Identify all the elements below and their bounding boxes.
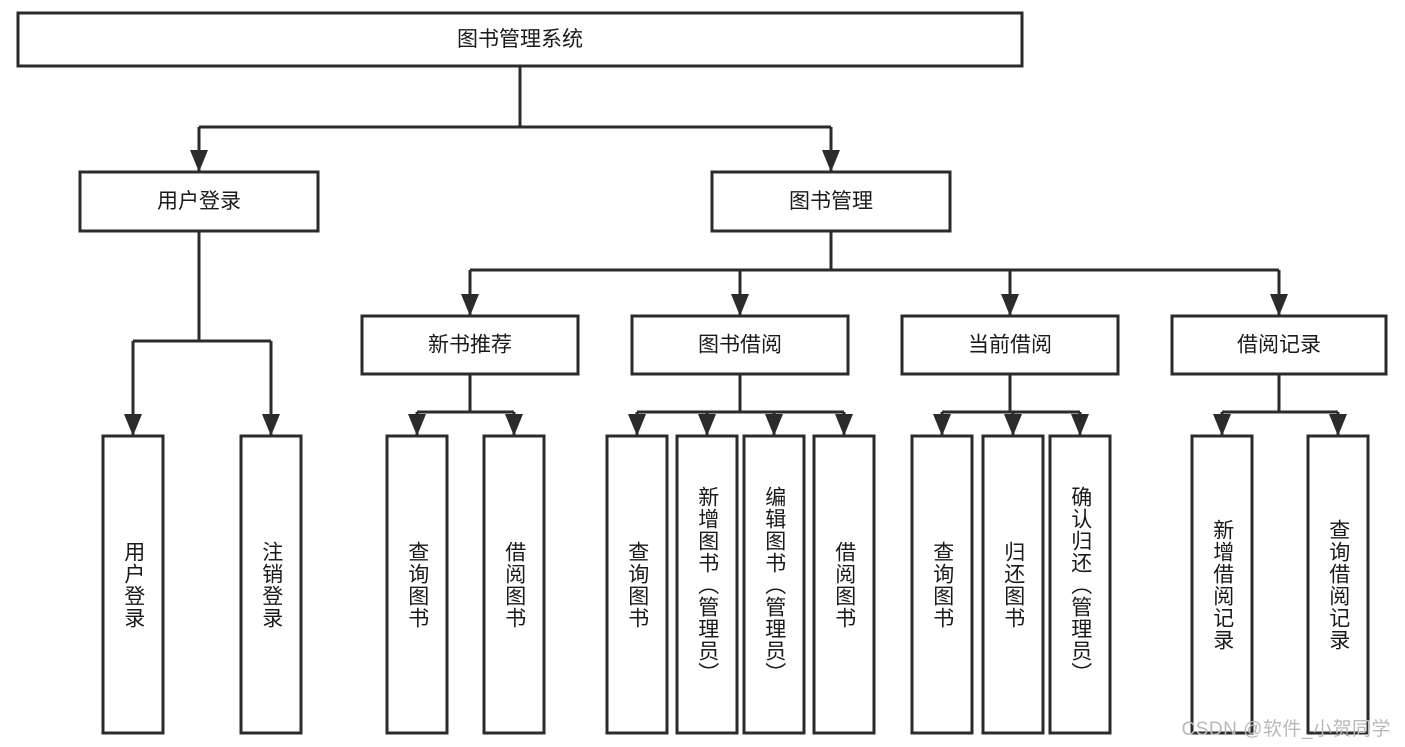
node-box-leaf-query-book-borrow[interactable] xyxy=(605,434,669,735)
node-leaf-user-logout[interactable] xyxy=(239,434,303,735)
node-box-leaf-borrow-book[interactable] xyxy=(812,434,876,735)
arrow-head-icon-current-borrow xyxy=(1001,294,1019,316)
node-box-root[interactable] xyxy=(16,11,1024,68)
watermark-text: CSDN @软件_小贺同学 xyxy=(1181,719,1391,740)
node-root[interactable]: 图书管理系统 xyxy=(16,11,1024,68)
node-book-management[interactable]: 图书管理 xyxy=(710,170,952,233)
arrow-head-icon-book-borrow xyxy=(731,294,749,316)
node-box-new-book-recommend[interactable] xyxy=(360,314,580,376)
arrow-head-icon-new-book-recommend xyxy=(461,294,479,316)
node-box-leaf-user-login[interactable] xyxy=(101,434,165,735)
arrow-head-icon-leaf-user-login xyxy=(124,414,142,436)
arrow-head-icon-leaf-add-book xyxy=(698,414,716,436)
node-leaf-edit-book[interactable] xyxy=(742,434,806,735)
node-current-borrow[interactable]: 当前借阅 xyxy=(900,314,1120,376)
arrow-head-icon-leaf-query-book-borrow xyxy=(628,414,646,436)
node-leaf-query-book-recommend[interactable] xyxy=(385,434,449,735)
node-label-user-login: 用户登录 xyxy=(157,190,241,213)
arrow-head-icon-leaf-edit-book xyxy=(765,414,783,436)
node-leaf-add-borrow-record[interactable] xyxy=(1190,434,1254,735)
node-box-leaf-confirm-return[interactable] xyxy=(1048,434,1112,735)
node-box-book-management[interactable] xyxy=(710,170,952,233)
node-box-borrow-record[interactable] xyxy=(1170,314,1388,376)
node-box-leaf-query-borrow-record[interactable] xyxy=(1306,434,1370,735)
node-box-leaf-borrow-book-recommend[interactable] xyxy=(482,434,546,735)
node-book-borrow[interactable]: 图书借阅 xyxy=(630,314,850,376)
node-leaf-query-book-borrow[interactable] xyxy=(605,434,669,735)
arrow-head-icon-book-management xyxy=(822,150,840,172)
node-leaf-query-book-current[interactable] xyxy=(910,434,974,735)
arrow-head-icon-leaf-query-borrow-record xyxy=(1329,414,1347,436)
arrow-head-icon-leaf-return-book xyxy=(1004,414,1022,436)
node-label-book-borrow: 图书借阅 xyxy=(698,334,782,357)
node-box-current-borrow[interactable] xyxy=(900,314,1120,376)
arrow-head-icon-leaf-user-logout xyxy=(262,414,280,436)
node-user-login[interactable]: 用户登录 xyxy=(78,170,320,233)
node-label-root: 图书管理系统 xyxy=(457,28,583,51)
node-leaf-borrow-book[interactable] xyxy=(812,434,876,735)
arrow-head-icon-user-login xyxy=(190,150,208,172)
arrow-head-icon-leaf-query-book-recommend xyxy=(408,414,426,436)
arrow-head-icon-leaf-borrow-book xyxy=(835,414,853,436)
arrow-head-icon-borrow-record xyxy=(1270,294,1288,316)
arrow-head-icon-leaf-confirm-return xyxy=(1071,414,1089,436)
arrow-head-icon-leaf-query-book-current xyxy=(933,414,951,436)
node-leaf-confirm-return[interactable] xyxy=(1048,434,1112,735)
node-leaf-user-login[interactable] xyxy=(101,434,165,735)
node-box-book-borrow[interactable] xyxy=(630,314,850,376)
node-box-leaf-user-logout[interactable] xyxy=(239,434,303,735)
node-leaf-return-book[interactable] xyxy=(981,434,1045,735)
node-label-book-management: 图书管理 xyxy=(789,190,873,213)
node-box-leaf-query-book-current[interactable] xyxy=(910,434,974,735)
node-box-leaf-edit-book[interactable] xyxy=(742,434,806,735)
node-box-leaf-add-borrow-record[interactable] xyxy=(1190,434,1254,735)
node-box-leaf-return-book[interactable] xyxy=(981,434,1045,735)
arrow-head-icon-leaf-add-borrow-record xyxy=(1213,414,1231,436)
node-label-new-book-recommend: 新书推荐 xyxy=(428,334,512,357)
node-box-user-login[interactable] xyxy=(78,170,320,233)
node-borrow-record[interactable]: 借阅记录 xyxy=(1170,314,1388,376)
node-box-leaf-add-book[interactable] xyxy=(675,434,739,735)
node-label-current-borrow: 当前借阅 xyxy=(968,334,1052,357)
arrow-head-icon-leaf-borrow-book-recommend xyxy=(505,414,523,436)
node-new-book-recommend[interactable]: 新书推荐 xyxy=(360,314,580,376)
node-label-borrow-record: 借阅记录 xyxy=(1237,334,1321,357)
connectors-layer xyxy=(124,66,1347,436)
node-leaf-query-borrow-record[interactable] xyxy=(1306,434,1370,735)
node-leaf-borrow-book-recommend[interactable] xyxy=(482,434,546,735)
node-leaf-add-book[interactable] xyxy=(675,434,739,735)
node-box-leaf-query-book-recommend[interactable] xyxy=(385,434,449,735)
